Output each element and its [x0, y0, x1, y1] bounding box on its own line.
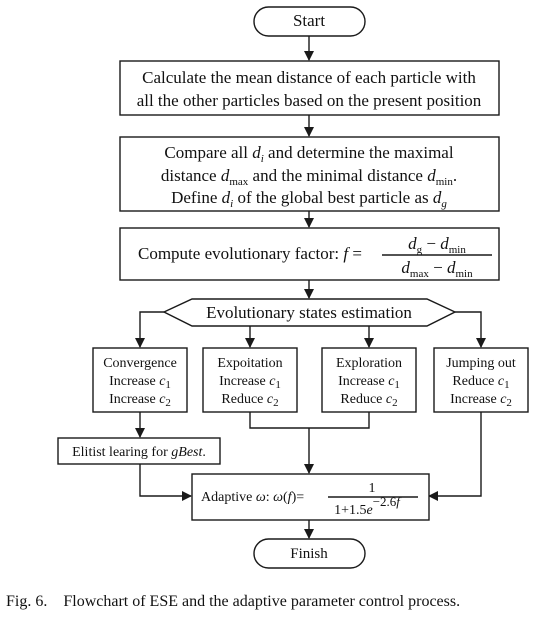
state-exploration-title: Exploration [336, 356, 402, 371]
state-convergence-line1: Increase c1 [109, 374, 171, 391]
state-expoitation-line2: Reduce c2 [221, 392, 278, 409]
step2-line1: Compare all di and determine the maximal [164, 143, 453, 165]
step3-numerator: dg − dmin [408, 234, 466, 256]
start-label: Start [293, 11, 325, 30]
figure-caption: Fig. 6. Flowchart of ESE and the adaptiv… [6, 593, 461, 610]
finish-terminal [253, 538, 366, 569]
estimation-label: Evolutionary states estimation [206, 303, 412, 322]
state-exploration-line2: Reduce c2 [340, 392, 397, 409]
state-convergence-line2: Increase c2 [109, 392, 171, 409]
ese-flowchart: Start Calculate the mean distance of eac… [57, 6, 529, 569]
adaptive-numerator: 1 [369, 481, 376, 496]
state-exploration: Exploration Increase c1 Reduce c2 [321, 347, 417, 413]
step1-line2: all the other particles based on the pre… [137, 91, 482, 110]
step2-line2: distance dmax and the minimal distance d… [161, 166, 457, 188]
adaptive-label: Adaptive ω: ω(f)= [201, 490, 304, 505]
step1-line1: Calculate the mean distance of each part… [142, 68, 476, 87]
merge-expoitation-exploration [249, 412, 370, 429]
state-jumping-out-line1: Reduce c1 [452, 374, 509, 391]
arrow-jumping-out-to-adaptive [428, 412, 482, 501]
step1-box [119, 60, 500, 116]
state-jumping-out: Jumping out Reduce c1 Increase c2 [433, 347, 529, 413]
step3-denominator: dmax − dmin [401, 258, 473, 280]
state-exploration-line1: Increase c1 [338, 374, 400, 391]
step3-box [119, 227, 500, 281]
elitist-label: Elitist learing for gBest. [72, 445, 206, 460]
step3-label: Compute evolutionary factor: f = [138, 244, 362, 263]
adaptive-denominator: 1+1.5e−2.6f [334, 494, 402, 518]
state-jumping-out-title: Jumping out [446, 356, 516, 371]
arrow-to-convergence [135, 311, 164, 348]
arrow-to-jumping-out [455, 311, 486, 348]
state-expoitation: Expoitation Increase c1 Reduce c2 [202, 347, 298, 413]
state-convergence-title: Convergence [103, 356, 177, 371]
state-expoitation-title: Expoitation [217, 356, 282, 371]
state-convergence: Convergence Increase c1 Increase c2 [92, 347, 188, 413]
step2-line3: Define di of the global best particle as… [171, 188, 447, 210]
state-expoitation-line1: Increase c1 [219, 374, 281, 391]
elitist-box [57, 437, 221, 465]
finish-label: Finish [290, 546, 328, 562]
arrow-elitist-to-adaptive [139, 464, 192, 501]
state-jumping-out-line2: Increase c2 [450, 392, 512, 409]
